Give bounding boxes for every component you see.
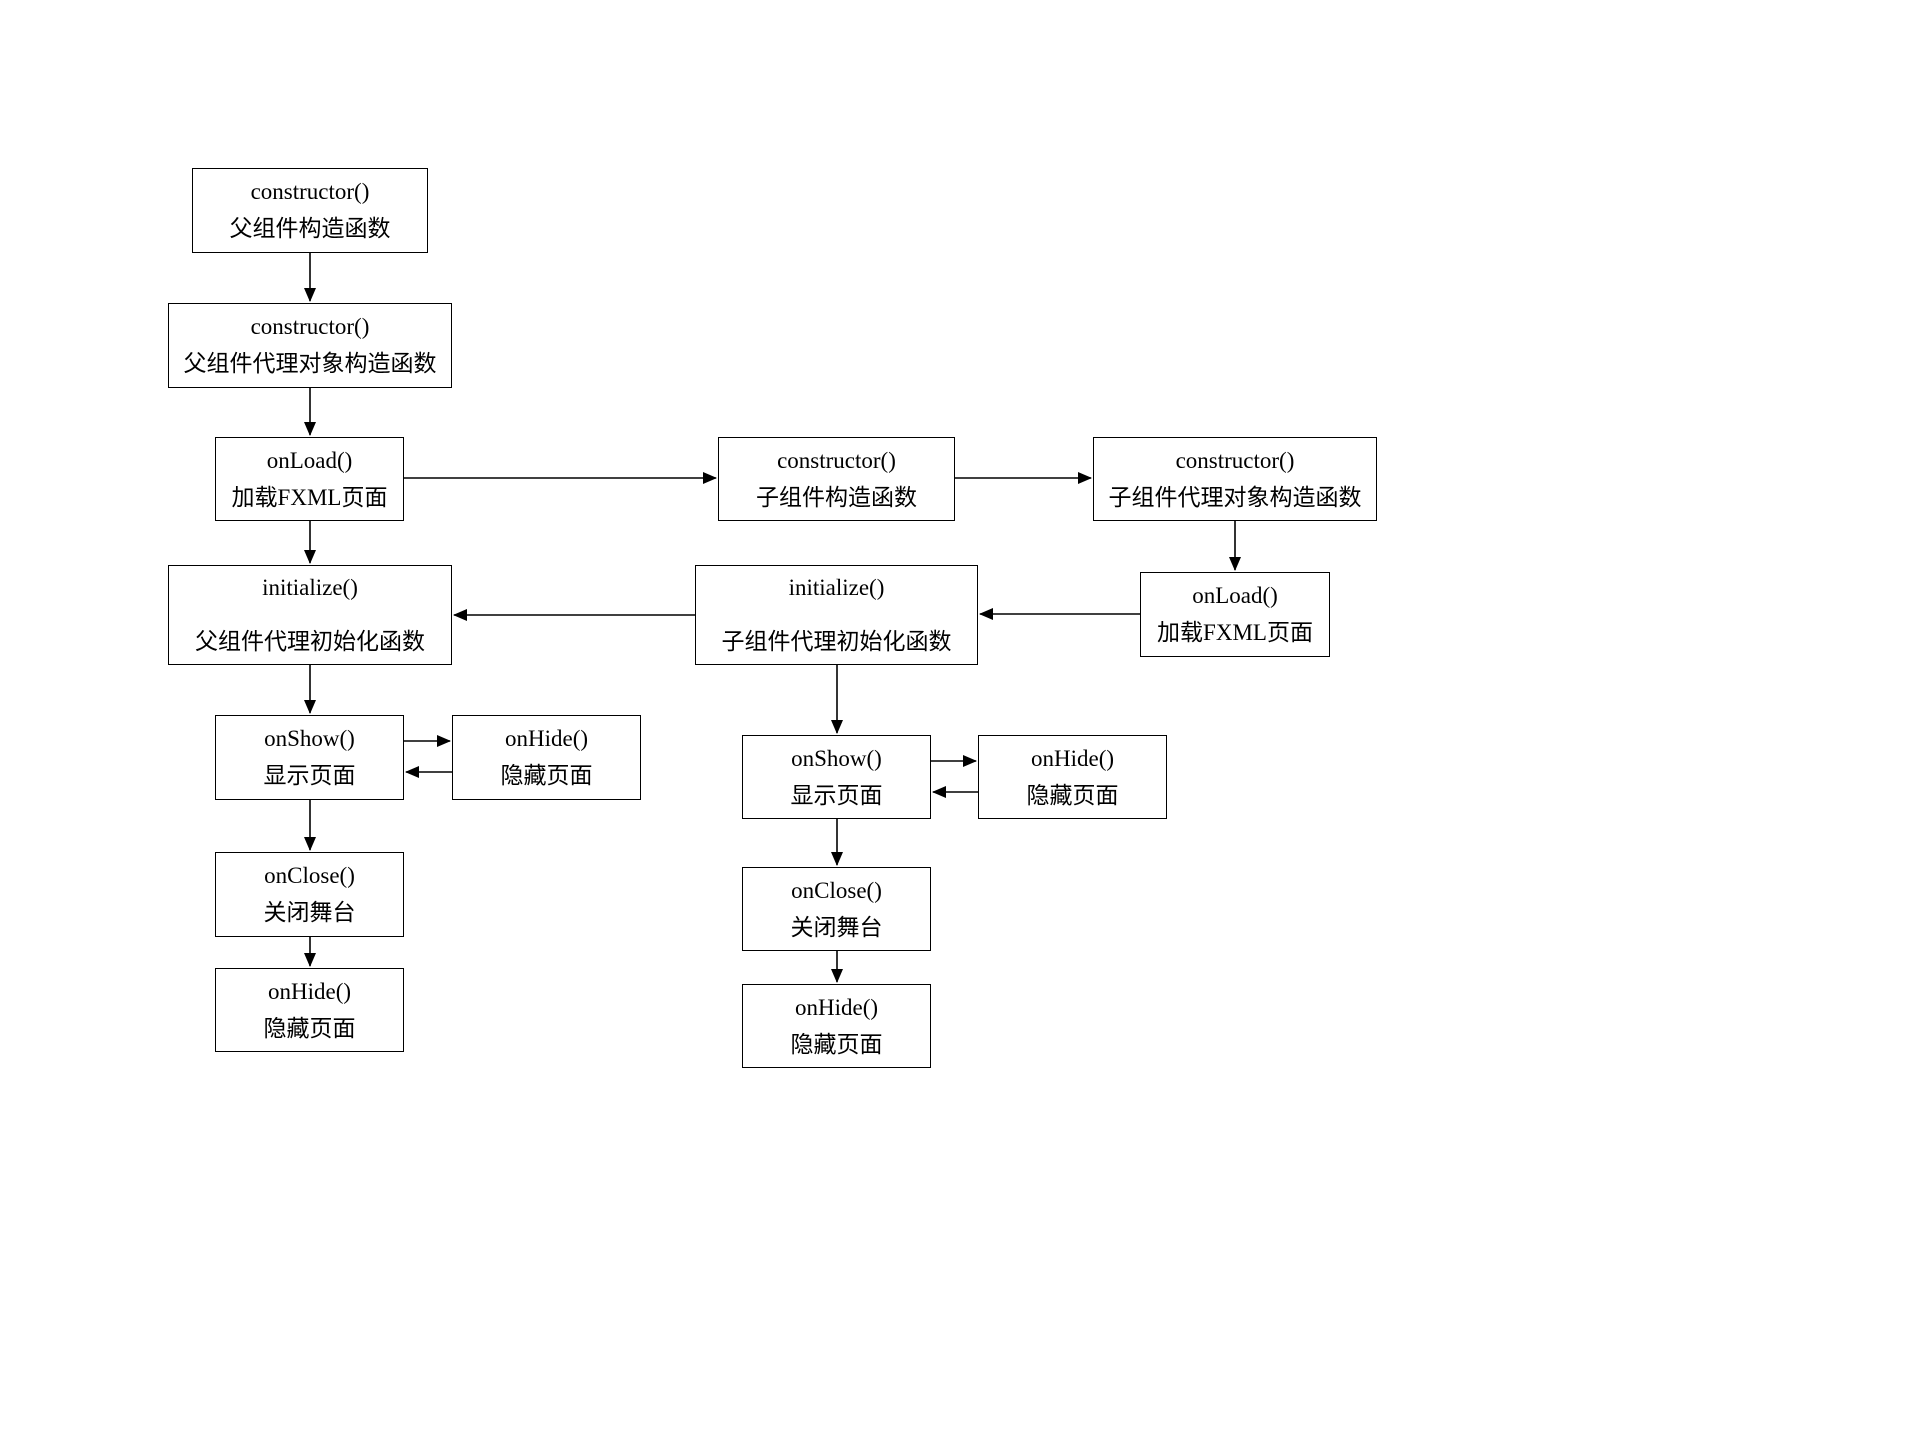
node-child-initialize: initialize() 子组件代理初始化函数 <box>695 565 978 665</box>
node-child-onclose: onClose() 关闭舞台 <box>742 867 931 951</box>
node-subtitle: 子组件代理对象构造函数 <box>1108 484 1362 510</box>
node-title: onClose() <box>264 863 355 889</box>
node-parent-onclose: onClose() 关闭舞台 <box>215 852 404 937</box>
node-title: onShow() <box>791 745 882 771</box>
node-parent-initialize: initialize() 父组件代理初始化函数 <box>168 565 452 665</box>
node-title: initialize() <box>262 575 358 601</box>
node-title: initialize() <box>788 575 885 601</box>
node-child-proxy-constructor: constructor() 子组件代理对象构造函数 <box>1093 437 1377 521</box>
node-parent-onshow: onShow() 显示页面 <box>215 715 404 800</box>
node-title: constructor() <box>1175 447 1295 473</box>
node-subtitle: 隐藏页面 <box>500 763 593 788</box>
node-subtitle: 子组件代理初始化函数 <box>721 629 952 654</box>
node-parent-proxy-constructor: constructor() 父组件代理对象构造函数 <box>168 303 452 388</box>
node-subtitle: 加载FXML页面 <box>231 484 388 510</box>
node-child-onhide-toggle: onHide() 隐藏页面 <box>978 735 1167 819</box>
node-subtitle: 子组件构造函数 <box>756 484 917 510</box>
node-child-onload: onLoad() 加载FXML页面 <box>1140 572 1330 657</box>
node-subtitle: 显示页面 <box>263 763 356 788</box>
node-title: onHide() <box>794 994 879 1020</box>
node-child-constructor: constructor() 子组件构造函数 <box>718 437 955 521</box>
node-subtitle: 隐藏页面 <box>790 1031 883 1057</box>
node-parent-onhide-final: onHide() 隐藏页面 <box>215 968 404 1052</box>
node-subtitle: 父组件代理对象构造函数 <box>183 351 437 376</box>
node-title: onHide() <box>504 726 589 752</box>
node-subtitle: 父组件代理初始化函数 <box>195 629 425 654</box>
node-child-onhide-final: onHide() 隐藏页面 <box>742 984 931 1068</box>
node-subtitle: 隐藏页面 <box>1026 782 1119 808</box>
node-title: constructor() <box>250 314 370 340</box>
node-title: onHide() <box>1030 745 1115 771</box>
node-title: constructor() <box>250 179 370 205</box>
node-parent-onhide-toggle: onHide() 隐藏页面 <box>452 715 641 800</box>
node-title: onLoad() <box>1192 583 1278 609</box>
node-title: onShow() <box>264 726 355 752</box>
node-child-onshow: onShow() 显示页面 <box>742 735 931 819</box>
node-title: constructor() <box>777 447 896 473</box>
node-title: onHide() <box>267 978 352 1004</box>
node-parent-constructor: constructor() 父组件构造函数 <box>192 168 428 253</box>
node-subtitle: 显示页面 <box>790 782 883 808</box>
node-title: onLoad() <box>266 447 353 473</box>
node-subtitle: 加载FXML页面 <box>1157 620 1313 645</box>
node-subtitle: 父组件构造函数 <box>229 216 391 241</box>
node-subtitle: 关闭舞台 <box>790 914 883 940</box>
node-title: onClose() <box>791 877 882 903</box>
node-parent-onload: onLoad() 加载FXML页面 <box>215 437 404 521</box>
node-subtitle: 隐藏页面 <box>263 1015 356 1041</box>
node-subtitle: 关闭舞台 <box>263 900 356 925</box>
